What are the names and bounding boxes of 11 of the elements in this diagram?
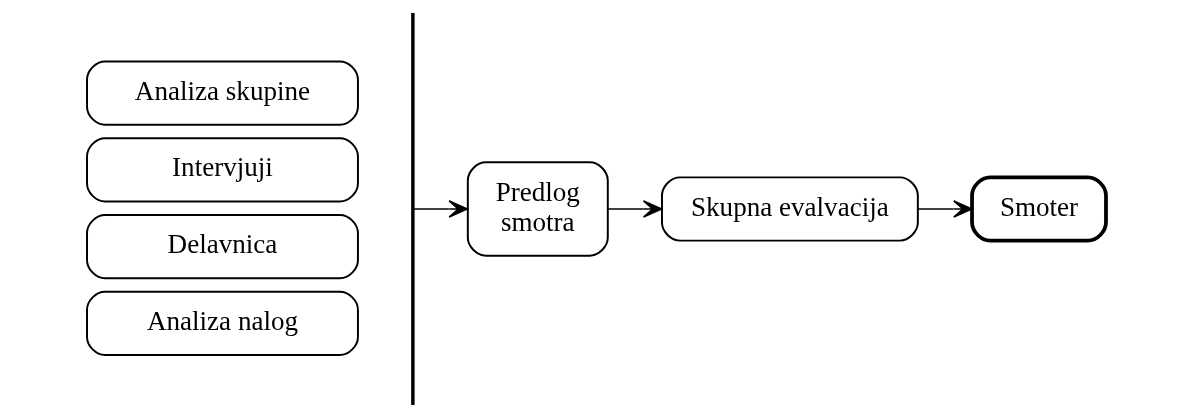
node-box: Smoter xyxy=(969,175,1108,243)
node-box: Delavnica xyxy=(85,214,359,280)
node-box: Skupna evalvacija xyxy=(660,176,919,242)
arrow xyxy=(606,200,662,218)
node-box: Analiza nalog xyxy=(85,290,359,356)
node-box: Analiza skupine xyxy=(85,60,359,126)
node-bar xyxy=(410,13,415,405)
arrow xyxy=(412,200,468,218)
arrow xyxy=(916,200,973,218)
node-box: Intervjuji xyxy=(85,137,359,203)
node-box: Predlog smotra xyxy=(466,161,609,257)
